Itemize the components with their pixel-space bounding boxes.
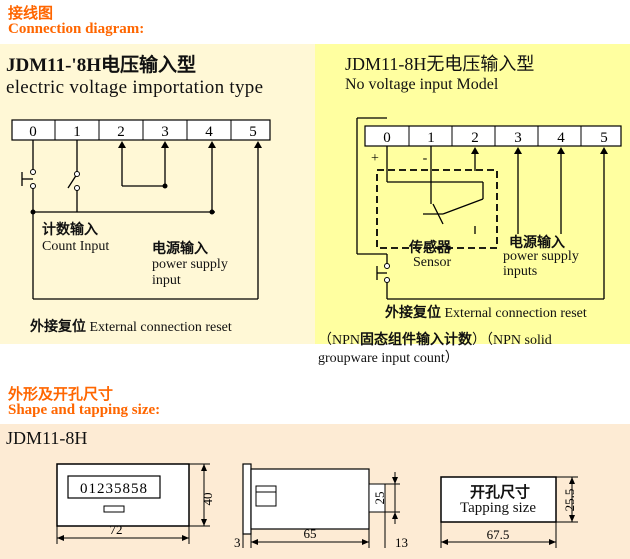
right-diagram-subtitle: No voltage input Model (345, 76, 499, 93)
left-terminal-1: 1 (73, 124, 81, 140)
left-terminal-0: 0 (29, 124, 37, 140)
left-reset-label: 外接复位 External connection reset (30, 318, 232, 335)
right-power-label-cn: 电源输入 (509, 234, 565, 250)
right-terminal-2: 2 (471, 130, 479, 146)
sensor-label-cn: 传感器 (409, 239, 451, 255)
shape-title-en: Shape and tapping size: (8, 402, 161, 418)
front-width-dim: 72 (110, 522, 123, 537)
section-title-en: Connection diagram: (8, 21, 145, 37)
voltage-input-panel: JDM11-'8H电压输入型 electric voltage importat… (0, 44, 315, 344)
right-diagram-title: JDM11-8H无电压输入型 (345, 54, 535, 74)
right-terminal-5: 5 (600, 130, 608, 146)
left-terminal-4: 4 (205, 124, 213, 140)
right-wiring-diagram: 0 1 2 3 4 5 + - (356, 117, 622, 300)
right-reset-label: 外接复位 External connection reset (385, 304, 587, 321)
npn-note-line1: （NPN固态组件输入计数）（NPN solid (318, 331, 552, 348)
sensor-label-en: Sensor (413, 255, 452, 270)
power-input-label-cn: 电源输入 (152, 240, 208, 256)
cutout-height-dim: 25.5 (562, 489, 577, 512)
dimensions-panel: JDM11-8H 01235858 72 40 (0, 424, 630, 559)
count-input-label-en: Count Input (42, 239, 110, 254)
left-wiring-diagram: 0 1 2 3 4 5 (11, 119, 271, 300)
display-digits: 01235858 (80, 481, 148, 497)
right-terminal-3: 3 (514, 130, 522, 146)
right-terminal-1: 1 (427, 130, 435, 146)
minus-sign: - (423, 151, 428, 166)
cutout-width-dim: 67.5 (487, 527, 510, 542)
npn-note-line2: groupware input count） (318, 351, 459, 366)
shape-title-cn: 外形及开孔尺寸 (8, 386, 114, 403)
right-terminal-4: 4 (557, 130, 565, 146)
left-terminal-3: 3 (161, 124, 169, 140)
left-terminal-5: 5 (249, 124, 257, 140)
left-diagram-title: JDM11-'8H电压输入型 (6, 55, 196, 76)
left-terminal-2: 2 (117, 124, 125, 140)
side-front-dim: 3 (234, 535, 241, 550)
count-input-label-cn: 计数输入 (42, 221, 98, 237)
side-rear-dim: 13 (395, 535, 408, 550)
right-power-label-en1: power supply (503, 249, 579, 264)
model-label: JDM11-8H (6, 428, 88, 448)
front-height-dim: 40 (200, 493, 215, 506)
plus-sign: + (371, 151, 379, 166)
left-diagram-subtitle: electric voltage importation type (6, 77, 264, 98)
right-terminal-0: 0 (383, 130, 391, 146)
no-voltage-input-panel: JDM11-8H无电压输入型 No voltage input Model 0 … (315, 44, 630, 344)
side-depth-dim: 65 (304, 526, 317, 541)
power-input-label-en1: power supply (152, 257, 228, 272)
cutout-label-en: Tapping size (460, 500, 537, 516)
power-input-label-en2: input (152, 273, 181, 288)
cutout-label-cn: 开孔尺寸 (470, 484, 531, 501)
section-title-cn: 接线图 (8, 5, 54, 22)
side-height-dim: 25 (372, 492, 387, 505)
dimension-drawings: 01235858 72 40 (56, 463, 578, 550)
right-power-label-en2: inputs (503, 264, 538, 279)
